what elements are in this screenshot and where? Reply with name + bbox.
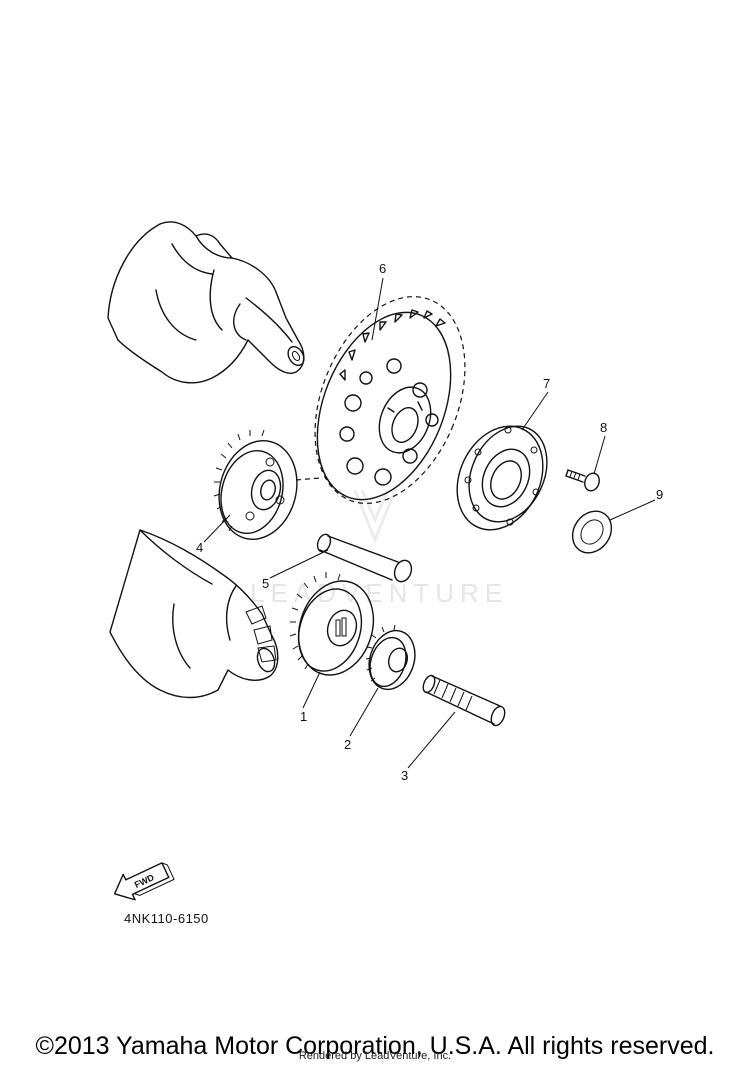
drive-gear-1 [289,572,375,676]
dowel-shaft [316,533,413,583]
large-drive-gear [314,296,466,504]
callout-9: 9 [656,487,663,502]
watermark-text: LEADVENTURE [250,578,508,608]
callout-7: 7 [543,376,550,391]
diagram-part-code: 4NK110-6150 [124,911,209,926]
callout-4: 4 [196,540,203,555]
bolt [565,469,600,492]
balancer-shaft [109,529,279,699]
rendered-by-credit: Rendered by LeadVenture, Inc. [298,1050,452,1062]
leader-lines [203,277,656,769]
callout-2: 2 [344,737,351,752]
callout-3: 3 [401,768,408,783]
gear-2 [365,624,416,691]
callout-1: 1 [300,709,307,724]
callout-8: 8 [600,420,607,435]
callout-6: 6 [379,261,386,276]
callout-5: 5 [262,576,269,591]
bearing-housing [456,425,548,531]
washer [571,510,613,554]
splined-shaft [422,674,506,727]
crankshaft [107,221,305,384]
watermark-logo: LEADVENTURE [250,489,508,608]
idler-gear-4 [213,429,321,540]
copyright-notice: ©2013 Yamaha Motor Corporation, U.S.A. A… [35,1032,715,1060]
callout-labels: 1 2 3 4 5 6 7 8 9 [196,261,663,783]
forward-arrow-icon: FWD [113,862,175,901]
